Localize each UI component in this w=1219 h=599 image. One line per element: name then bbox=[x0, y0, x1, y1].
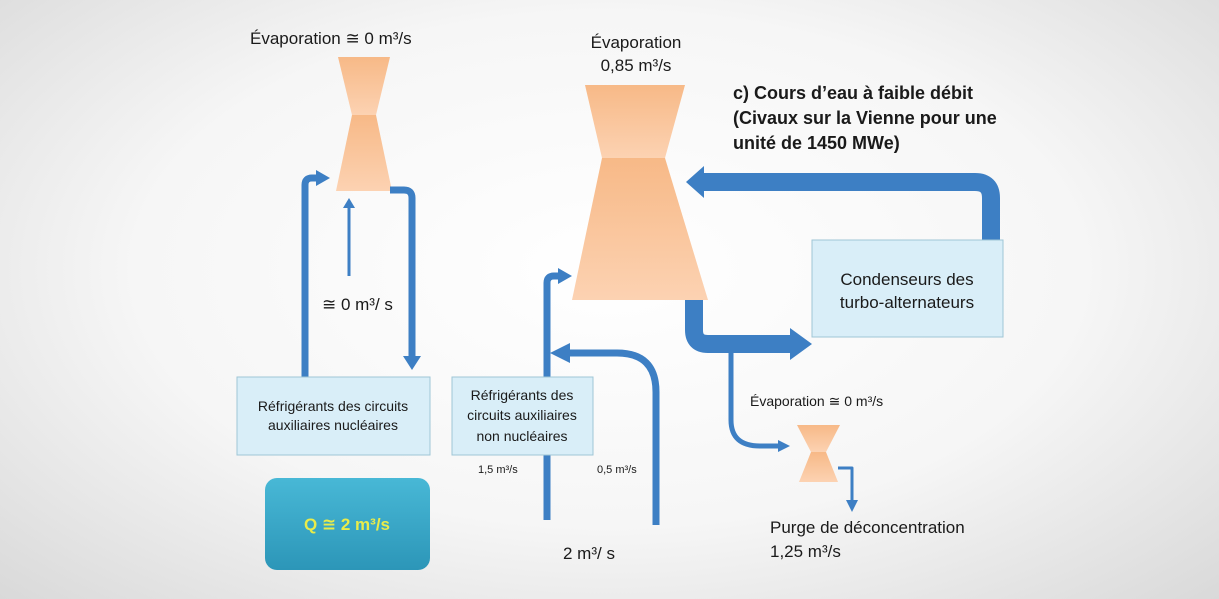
small-cooling-tower bbox=[797, 425, 840, 452]
flow-q-box bbox=[265, 478, 430, 570]
small-evaporation-label: Évaporation ≅ 0 m³/s bbox=[750, 393, 883, 409]
main-evaporation-label: Évaporation bbox=[591, 33, 682, 52]
non-nuclear-aux-box bbox=[451, 376, 594, 456]
left-cooling-tower bbox=[336, 57, 392, 191]
left-inner-flow-label: ≅ 0 m³/ s bbox=[322, 295, 393, 314]
non-nuclear-line2: circuits auxiliaires bbox=[467, 407, 577, 423]
tower-to-condenser-arrow bbox=[685, 300, 812, 360]
intake-pipes bbox=[543, 268, 660, 525]
diagram-title-line2: (Civaux sur la Vienne pour une bbox=[733, 108, 997, 128]
main-evaporation-value: 0,85 m³/s bbox=[601, 56, 672, 75]
branch-left-flow: 1,5 m³/s bbox=[478, 464, 518, 476]
nuclear-aux-line1: Réfrigérants des circuits bbox=[258, 398, 408, 414]
condenser-box bbox=[811, 239, 1004, 338]
nuclear-aux-line2: auxiliaires nucléaires bbox=[268, 417, 398, 433]
flow-q-label: Q ≅ 2 m³/s bbox=[304, 515, 390, 534]
non-nuclear-line3: non nucléaires bbox=[476, 428, 567, 444]
branch-right-flow: 0,5 m³/s bbox=[597, 464, 637, 476]
purge-label: Purge de déconcentration bbox=[770, 518, 965, 537]
condenser-line2: turbo-alternateurs bbox=[840, 293, 974, 312]
left-evaporation-label: Évaporation ≅ 0 m³/s bbox=[250, 29, 412, 48]
condenser-line1: Condenseurs des bbox=[840, 270, 973, 289]
non-nuclear-line1: Réfrigérants des bbox=[471, 387, 574, 403]
diagram-title-line3: unité de 1450 MWe) bbox=[733, 133, 900, 153]
purge-value: 1,25 m³/s bbox=[770, 542, 841, 561]
main-cooling-tower bbox=[572, 85, 708, 300]
diagram-title-line1: c) Cours d’eau à faible débit bbox=[733, 83, 973, 103]
intake-flow: 2 m³/ s bbox=[563, 544, 615, 563]
left-loop-pipes bbox=[301, 170, 421, 377]
condenser-return-arrow bbox=[686, 166, 1000, 240]
purge-branch bbox=[728, 352, 858, 512]
nuclear-aux-box bbox=[236, 376, 431, 456]
